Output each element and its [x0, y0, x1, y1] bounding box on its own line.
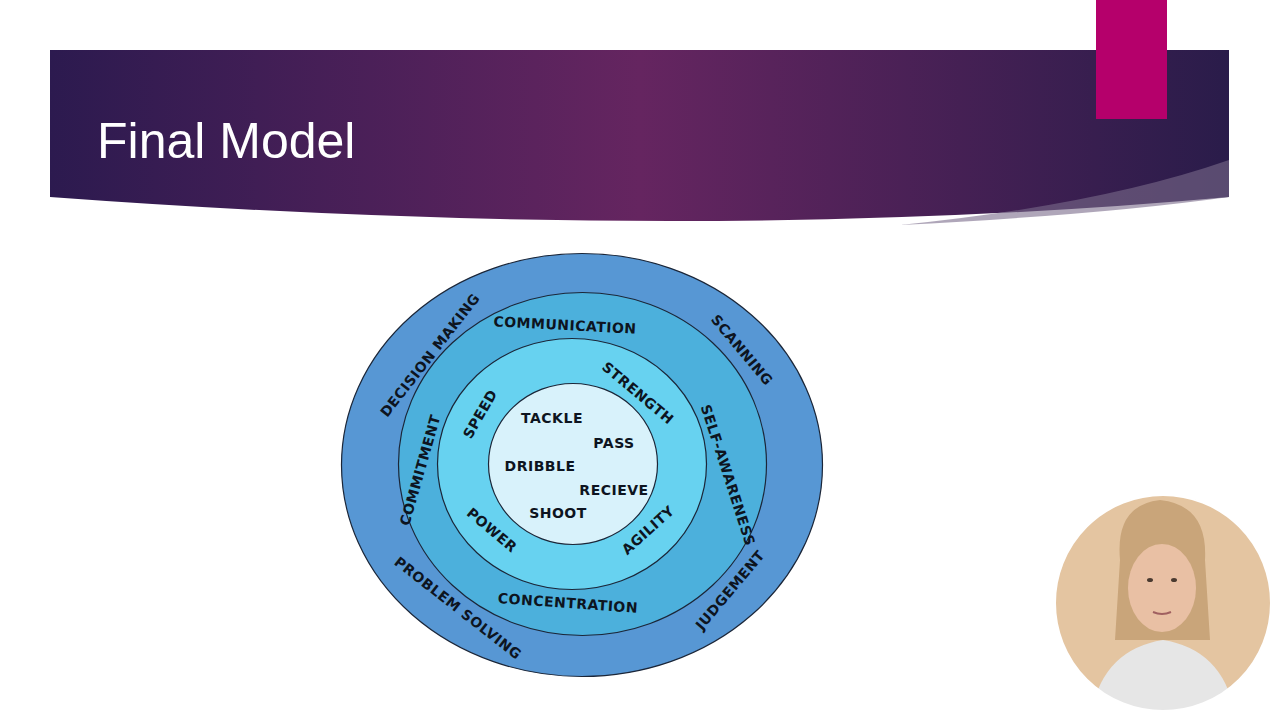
- accent-bar: [1096, 0, 1167, 119]
- header-accent: [900, 160, 1229, 225]
- ring-ellipse: COMMUNICATIONSELF-AWARENESSCONCENTRATION…: [398, 292, 767, 636]
- ring-ellipse: TACKLE PASS DRIBBLERECIEVE SHOOT: [488, 383, 658, 545]
- ring-label: TACKLE: [521, 410, 583, 426]
- ring-label: RECIEVE: [579, 482, 648, 498]
- ring-label: DRIBBLE: [505, 458, 576, 474]
- ring-ellipse: DECISION MAKINGSCANNINGPROBLEM SOLVINGJU…: [341, 253, 823, 677]
- header-band: [50, 50, 1229, 221]
- slide-title: Final Model: [97, 112, 355, 170]
- ring-label: SHOOT: [529, 505, 587, 521]
- ring-ellipse: STRENGTHAGILITYPOWERSPEEDTACKLEPASSDRIBB…: [437, 338, 707, 590]
- ring-label: PASS: [593, 435, 634, 451]
- presenter-webcam: [1050, 490, 1280, 720]
